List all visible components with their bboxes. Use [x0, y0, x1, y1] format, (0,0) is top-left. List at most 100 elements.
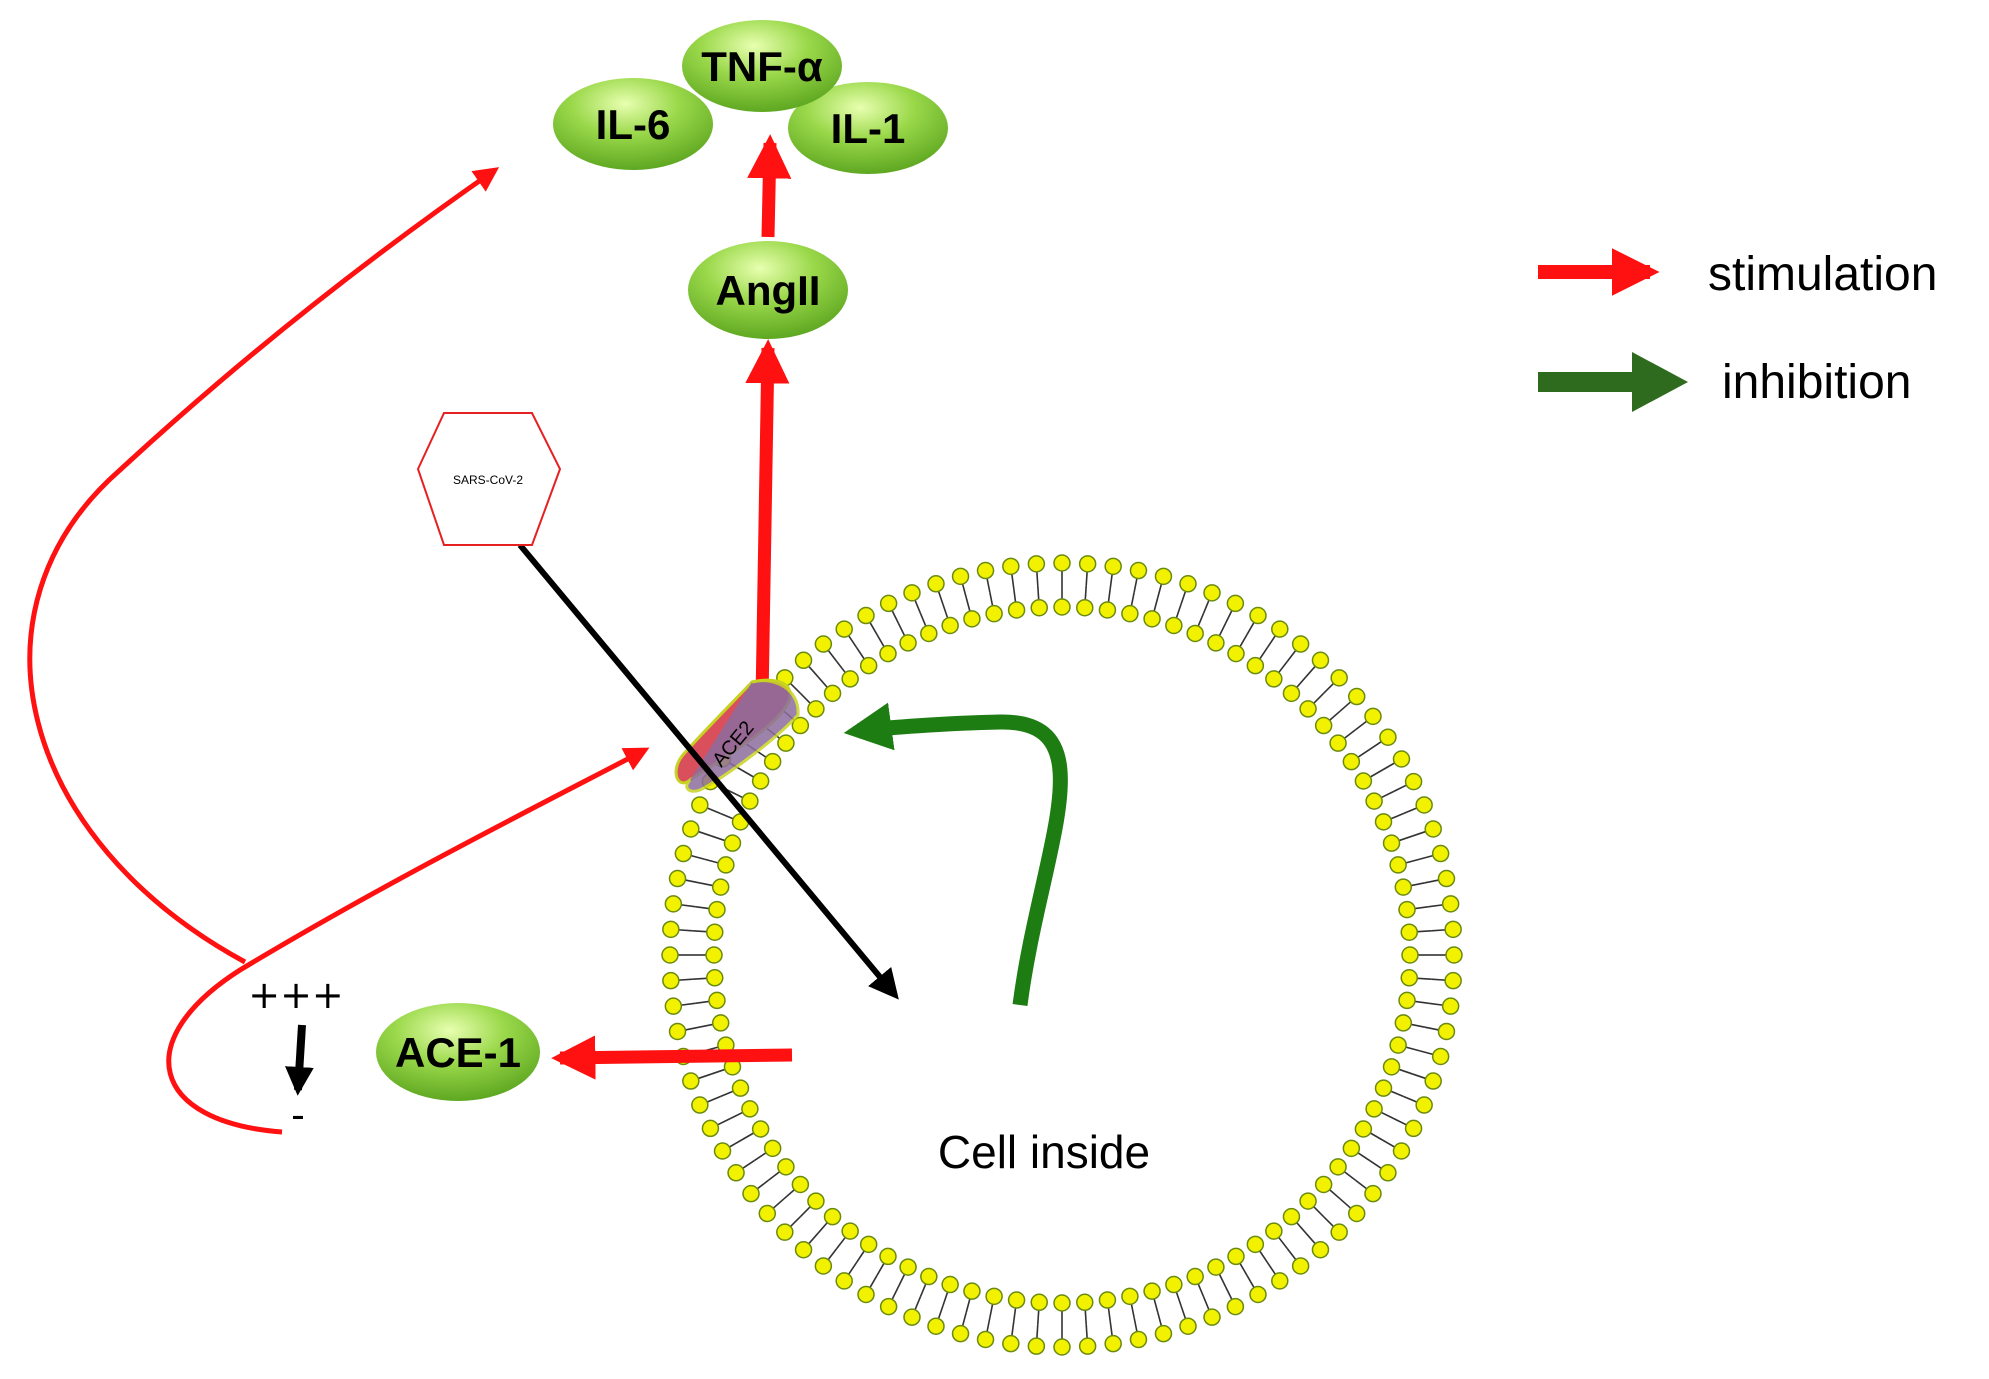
lipid-head [1002, 557, 1020, 576]
lipid-head [1364, 1184, 1382, 1203]
lipid-tail [1036, 1324, 1039, 1339]
lipid-tail [1011, 1321, 1015, 1336]
lipid-tail [1382, 1139, 1395, 1148]
lipid-tail [1278, 660, 1288, 674]
lipid-tail [1355, 1179, 1368, 1190]
virus-entry-arrow [517, 543, 899, 1000]
lipid-tail [914, 599, 922, 614]
lipid-tail [1412, 830, 1426, 837]
lipid-tail [1218, 1273, 1227, 1288]
lipid-tail [695, 1000, 710, 1005]
lipid-tail [1398, 835, 1413, 842]
lipid-head [1030, 1293, 1048, 1312]
lipid-head [1249, 606, 1267, 625]
lipid-tail [1259, 1250, 1269, 1264]
lipid-tail [1357, 1152, 1371, 1162]
lipid-head [1186, 624, 1204, 643]
stimulation-curve-to-cytokines [27, 167, 500, 965]
lipid-head [668, 1022, 687, 1041]
lipid-tail [919, 1283, 927, 1298]
lipid-head [1365, 1100, 1383, 1118]
lipid-head [1165, 1275, 1183, 1294]
lipid-tail [1084, 585, 1087, 600]
lipid-tail [692, 930, 707, 933]
lipid-tail [986, 578, 991, 593]
lipid-head [1282, 1207, 1301, 1226]
lipid-tail [989, 1304, 994, 1319]
lipid-head [1311, 1240, 1330, 1259]
lipid-head [664, 895, 683, 913]
lipid-tail [1296, 676, 1307, 688]
sars-cov-2-virus: SARS-CoV-2 [416, 412, 562, 546]
lipid-tail [1266, 635, 1277, 648]
lipid-tail [876, 1262, 885, 1276]
lipid-head [1076, 598, 1094, 617]
lipid-tail [914, 1296, 922, 1311]
lipid-tail [1339, 701, 1352, 712]
lipid-tail [1419, 1049, 1434, 1056]
lipid-head [927, 1317, 945, 1335]
lipid-head [1431, 1047, 1450, 1066]
lipid-tail [1224, 610, 1233, 624]
lipid-tail [1411, 882, 1426, 887]
lipid-tail [698, 1073, 712, 1080]
lipid-tail [847, 1262, 858, 1275]
lipid-head [664, 997, 683, 1015]
lipid-tail [1428, 1002, 1443, 1006]
lipid-tail [1012, 588, 1017, 603]
lipid-head [1398, 900, 1416, 919]
lipid-head [1441, 997, 1460, 1015]
lipid-tail [1037, 585, 1040, 600]
lipid-head [899, 634, 917, 652]
feedback-plus-label: +++ [248, 973, 344, 1017]
lipid-tail [1393, 1117, 1407, 1126]
lipid-tail [1355, 720, 1368, 731]
lipid-head [662, 920, 680, 939]
lipid-head [751, 1120, 770, 1138]
tnf-alpha-node: TNF-α [682, 20, 842, 112]
lipid-tail [1313, 692, 1325, 704]
lipid-tail [1431, 929, 1446, 932]
legend: stimulation inhibition [1538, 248, 1937, 412]
lipid-head [1354, 772, 1373, 790]
lipid-head [777, 1158, 795, 1176]
lipid-head [1129, 1330, 1148, 1349]
lipid-tail [767, 1171, 781, 1181]
lipid-head [1282, 684, 1301, 703]
lipid-tail [698, 1023, 713, 1028]
lipid-head [941, 1275, 959, 1294]
lipid-head [1437, 869, 1456, 888]
lipid-head [1207, 634, 1225, 652]
lipid-head [776, 1223, 794, 1241]
lipid-tail [836, 660, 846, 674]
lipid-tail [799, 692, 811, 704]
lipid-tail [695, 905, 710, 910]
lipid-head [1431, 844, 1450, 863]
lipid-head [1226, 594, 1245, 613]
lipid-tail [1369, 1132, 1383, 1141]
lipid-tail [817, 676, 828, 688]
feedback-minus-label: - [291, 1093, 305, 1137]
lipid-tail [1369, 769, 1383, 778]
lipid-tail [772, 1198, 785, 1209]
lipid-head [1053, 554, 1071, 572]
lipid-head [1249, 1285, 1267, 1304]
lipid-head [1314, 1175, 1333, 1194]
lipid-head [823, 684, 842, 703]
lipid-tail [1369, 1159, 1382, 1170]
lipid-tail [897, 622, 906, 637]
lipid-head [1203, 1308, 1221, 1326]
il1-node: IL-1 [788, 82, 948, 174]
lipid-tail [1278, 1236, 1288, 1250]
lipid-head [691, 1096, 709, 1114]
lipid-head [899, 1258, 917, 1276]
lipid-head [1207, 1258, 1225, 1276]
lipid-tail [678, 929, 693, 932]
lipid-head [1330, 1223, 1348, 1241]
lipid-head [1078, 555, 1097, 573]
lipid-head [807, 1192, 825, 1210]
lipid-head [713, 1142, 732, 1160]
lipid-head [1179, 1317, 1197, 1335]
lipid-tail [799, 1206, 811, 1218]
